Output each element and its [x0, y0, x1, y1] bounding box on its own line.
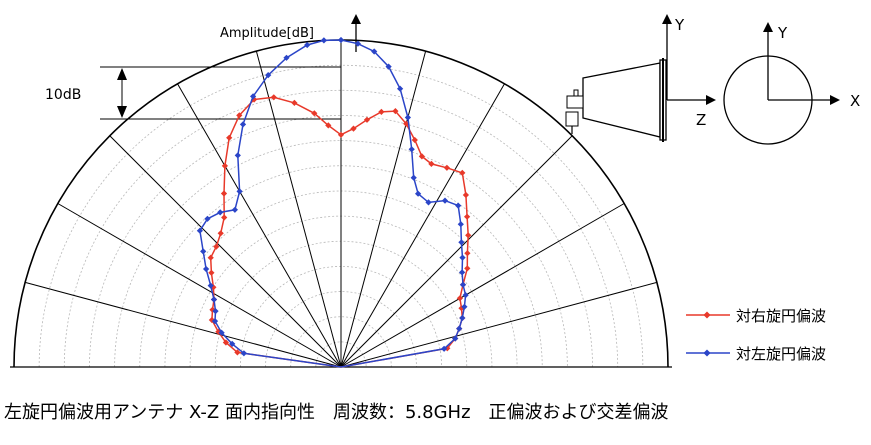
series-marker	[221, 214, 228, 221]
series-marker	[204, 215, 211, 222]
horn-body	[582, 62, 661, 138]
series-marker	[218, 329, 225, 336]
scale-arrow-down	[117, 106, 127, 118]
grid-spoke	[255, 51, 342, 368]
series-marker	[456, 295, 464, 302]
connector-plug	[565, 111, 579, 127]
grid-spoke	[57, 203, 342, 368]
series-marker	[217, 230, 224, 237]
series-marker	[236, 112, 243, 119]
connector-body	[566, 95, 584, 109]
series-marker	[396, 85, 404, 92]
series-marker	[220, 190, 228, 197]
series-marker	[455, 202, 462, 209]
grid-spoke	[340, 203, 625, 368]
series-marker	[239, 121, 247, 128]
front-x-label: X	[850, 92, 860, 110]
series-marker	[452, 335, 459, 342]
grid-ring	[139, 165, 543, 368]
grid-ring	[63, 89, 619, 368]
grid-spoke	[109, 135, 342, 368]
series-marker	[207, 254, 214, 261]
series-marker	[404, 114, 412, 121]
series-marker	[459, 254, 466, 261]
grid-spoke	[340, 135, 573, 368]
front-y-label: Y	[777, 24, 788, 42]
series-marker	[217, 209, 224, 216]
series-marker	[337, 36, 345, 44]
series-marker	[459, 281, 467, 288]
series-marker	[461, 303, 468, 310]
series-marker	[462, 291, 469, 299]
series-marker	[459, 169, 466, 177]
series-marker	[208, 269, 215, 276]
polar-grid-spokes	[25, 40, 657, 368]
series-marker	[464, 250, 471, 257]
grid-spoke	[177, 83, 342, 368]
series-marker	[457, 221, 464, 228]
series-marker	[202, 265, 210, 273]
series-marker	[443, 164, 451, 171]
grid-ring	[114, 140, 568, 368]
series-marker	[440, 345, 448, 352]
grid-spoke	[340, 83, 505, 368]
legend-label: 対左旋円偏波	[736, 345, 826, 363]
legend-label: 対右旋円偏波	[736, 307, 826, 325]
series-marker	[458, 269, 466, 276]
scale-label: 10dB	[45, 87, 81, 103]
legend-swatch-marker	[703, 349, 711, 357]
grid-spoke	[340, 281, 657, 368]
series-marker	[463, 213, 471, 220]
amplitude-arrow-head	[351, 14, 361, 24]
amplitude-axis-label: Amplitude[dB]	[220, 26, 314, 41]
grid-spoke	[340, 51, 427, 368]
series-marker	[226, 134, 233, 141]
series-marker	[459, 314, 466, 322]
diagram-y-arrow	[662, 14, 672, 24]
series-marker	[200, 248, 207, 255]
series-marker	[221, 162, 229, 170]
series-marker	[236, 188, 243, 195]
figure-caption: 左旋円偏波用アンテナ X-Z 面内指向性 周波数：5.8GHz 正偏波および交差…	[4, 402, 669, 423]
series-marker	[196, 227, 204, 234]
series-line	[199, 39, 467, 368]
series-line	[209, 96, 469, 368]
grid-spoke	[25, 281, 342, 368]
series-marker	[462, 191, 470, 199]
series-layer	[196, 36, 472, 368]
series-marker	[441, 197, 449, 204]
connector-pin	[573, 89, 579, 97]
grid-ring	[265, 291, 417, 368]
antenna-side-view-diagram: Y Z	[565, 14, 716, 142]
series-marker	[378, 108, 385, 116]
front-x-arrow	[830, 95, 840, 105]
series-marker	[411, 136, 418, 144]
series-marker	[291, 99, 298, 107]
grid-ring	[315, 341, 367, 368]
series-marker	[231, 206, 239, 213]
diagram-z-label: Z	[696, 111, 706, 129]
diagram-y-label: Y	[674, 16, 685, 34]
legend-swatch-marker	[703, 311, 711, 319]
antenna-front-view-diagram: Y X	[723, 22, 860, 145]
series-marker	[320, 37, 328, 44]
series-marker	[464, 265, 471, 272]
series-marker	[210, 296, 218, 303]
series-marker	[234, 152, 241, 159]
diagram-z-arrow	[706, 95, 716, 105]
front-y-arrow	[763, 22, 773, 32]
series-marker	[456, 325, 463, 332]
scale-arrow-up	[117, 68, 127, 80]
